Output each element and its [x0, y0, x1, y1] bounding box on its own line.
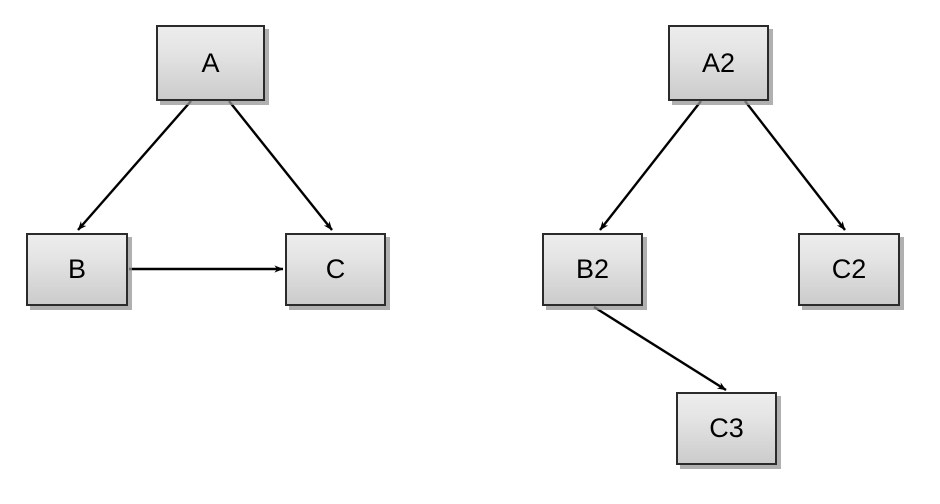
- edge-a-to-b: [77, 100, 192, 231]
- node-c3[interactable]: C3: [676, 392, 777, 465]
- node-a2[interactable]: A2: [668, 25, 769, 101]
- node-label-c2: C2: [831, 254, 867, 284]
- edge-a-to-c: [228, 100, 333, 231]
- node-b[interactable]: B: [26, 233, 128, 306]
- node-label-b2: B2: [575, 254, 610, 284]
- node-a[interactable]: A: [156, 25, 265, 101]
- node-label-c3: C3: [709, 413, 744, 443]
- edge-group: [77, 100, 846, 392]
- edge-a2-to-b2: [599, 100, 702, 231]
- node-c[interactable]: C: [285, 233, 386, 306]
- node-label-a2: A2: [701, 47, 736, 78]
- edge-b2-to-c3: [593, 305, 727, 392]
- node-label-a: A: [201, 47, 220, 78]
- node-c2[interactable]: C2: [798, 233, 900, 306]
- edge-a2-to-c2: [744, 100, 846, 231]
- node-label-b: B: [67, 254, 86, 284]
- node-b2[interactable]: B2: [542, 233, 643, 306]
- node-label-c: C: [325, 254, 346, 284]
